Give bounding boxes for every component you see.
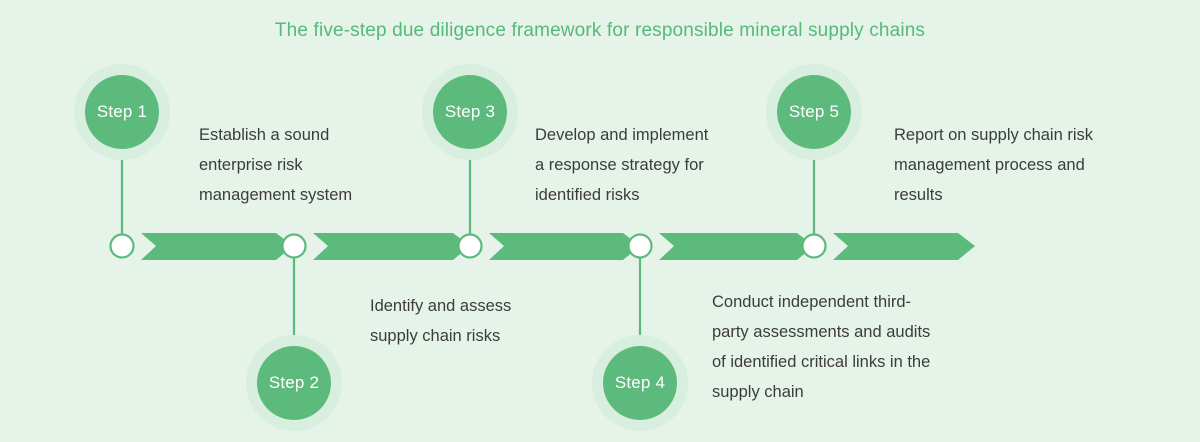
chevron-arrow-2: [313, 233, 470, 260]
step-description-5-line-3: results: [894, 186, 943, 204]
step-marker-1[interactable]: Step 1: [74, 64, 170, 160]
step-description-4-line-4: supply chain: [712, 383, 804, 401]
step-description-1-line-3: management system: [199, 186, 353, 204]
step-description-4-line-3: of identified critical links in the: [712, 353, 931, 371]
step-marker-3[interactable]: Step 3: [422, 64, 518, 160]
step-disc-1: Step 1: [85, 75, 159, 149]
chevron-arrow-3: [489, 233, 640, 260]
step-label-4: Step 4: [614, 373, 666, 392]
step-label-1: Step 1: [96, 102, 148, 121]
step-description-2: Identify and assess supply chain risks: [370, 291, 511, 351]
step-marker-5[interactable]: Step 5: [766, 64, 862, 160]
step-description-4-line-2: party assessments and audits: [712, 323, 931, 341]
timeline-node-step-2: [281, 233, 307, 259]
step-marker-2[interactable]: Step 2: [246, 335, 342, 431]
step-disc-3: Step 3: [433, 75, 507, 149]
step-description-1: Establish a sound enterprise risk manage…: [199, 120, 352, 210]
step-disc-2: Step 2: [257, 346, 331, 420]
step-description-4-line-1: Conduct independent third-: [712, 293, 912, 311]
step-description-5: Report on supply chain risk management p…: [894, 120, 1093, 210]
step-label-5: Step 5: [788, 102, 840, 121]
step-label-2: Step 2: [268, 373, 320, 392]
step-description-4: Conduct independent third- party assessm…: [712, 287, 930, 407]
timeline-node-step-3: [457, 233, 483, 259]
step-description-2-line-1: Identify and assess: [370, 297, 512, 315]
step-description-5-line-1: Report on supply chain risk: [894, 126, 1094, 144]
step-description-3-line-1: Develop and implement: [535, 126, 709, 144]
step-description-3-line-3: identified risks: [535, 186, 640, 204]
step-description-5-line-2: management process and: [894, 156, 1085, 174]
step-description-2-line-2: supply chain risks: [370, 327, 501, 345]
step-description-3: Develop and implement a response strateg…: [535, 120, 708, 210]
timeline-node-step-4: [627, 233, 653, 259]
timeline-node-step-5: [801, 233, 827, 259]
chevron-arrow-1: [141, 233, 293, 260]
chevron-arrow-4: [659, 233, 814, 260]
timeline-node-step-1: [109, 233, 135, 259]
step-description-1-line-1: Establish a sound: [199, 126, 330, 144]
page-title: The five-step due diligence framework fo…: [274, 20, 926, 41]
step-disc-4: Step 4: [603, 346, 677, 420]
step-marker-4[interactable]: Step 4: [592, 335, 688, 431]
step-disc-5: Step 5: [777, 75, 851, 149]
chevron-arrow-5: [833, 233, 975, 260]
step-description-1-line-2: enterprise risk: [199, 156, 303, 174]
step-description-3-line-2: a response strategy for: [535, 156, 704, 174]
step-label-3: Step 3: [444, 102, 496, 121]
